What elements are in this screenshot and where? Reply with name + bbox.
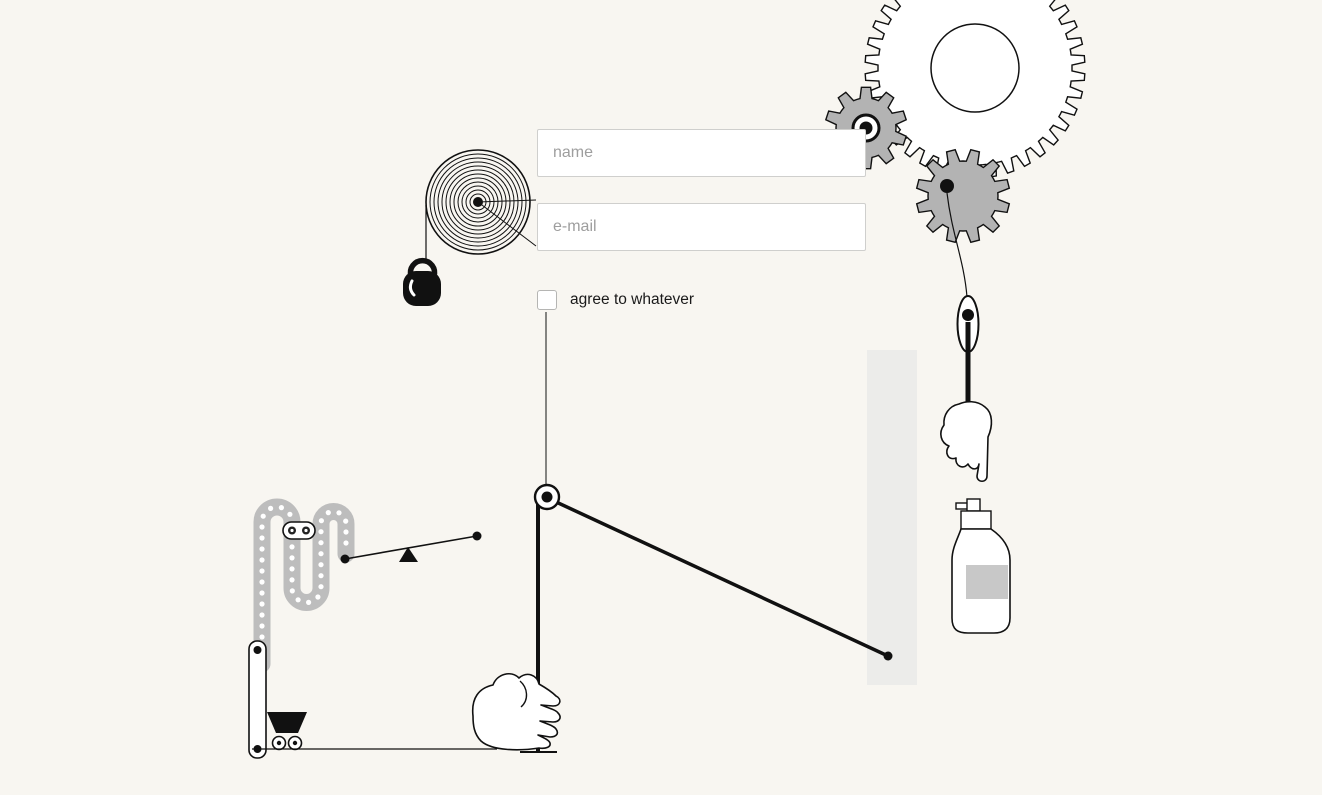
gray-band: [867, 350, 917, 685]
pointing-hand-icon: [940, 400, 993, 483]
seesaw-lever-icon: [340, 531, 482, 564]
linkage-bar-icon: [248, 640, 267, 759]
pulley-wheel-icon: [533, 483, 561, 511]
spiral-pulley-icon: [425, 149, 537, 255]
crank-pin: [940, 179, 954, 193]
rod-end-joint: [883, 651, 893, 661]
mine-cart-icon: [267, 712, 307, 751]
gripping-hand-icon: [471, 673, 561, 751]
large-gear-icon: [864, 0, 1086, 179]
fulcrum-icon: [399, 547, 418, 562]
crank-gear-icon: [915, 148, 1011, 244]
email-input[interactable]: [537, 203, 866, 251]
spray-bottle-icon: [951, 498, 1011, 634]
name-input[interactable]: [537, 129, 866, 177]
agree-label[interactable]: agree to whatever: [570, 291, 695, 308]
agree-row: agree to whatever: [537, 290, 694, 310]
diagonal-lever-rod: [552, 499, 890, 658]
crank-string: [946, 192, 968, 298]
chain-loop-icon: [253, 498, 355, 673]
carabiner-link-icon: [956, 295, 980, 403]
agree-checkbox[interactable]: [537, 290, 557, 310]
chain-link-icon: [282, 521, 316, 540]
kettlebell-weight-icon: [403, 257, 441, 306]
bottle-label: [966, 565, 1008, 599]
